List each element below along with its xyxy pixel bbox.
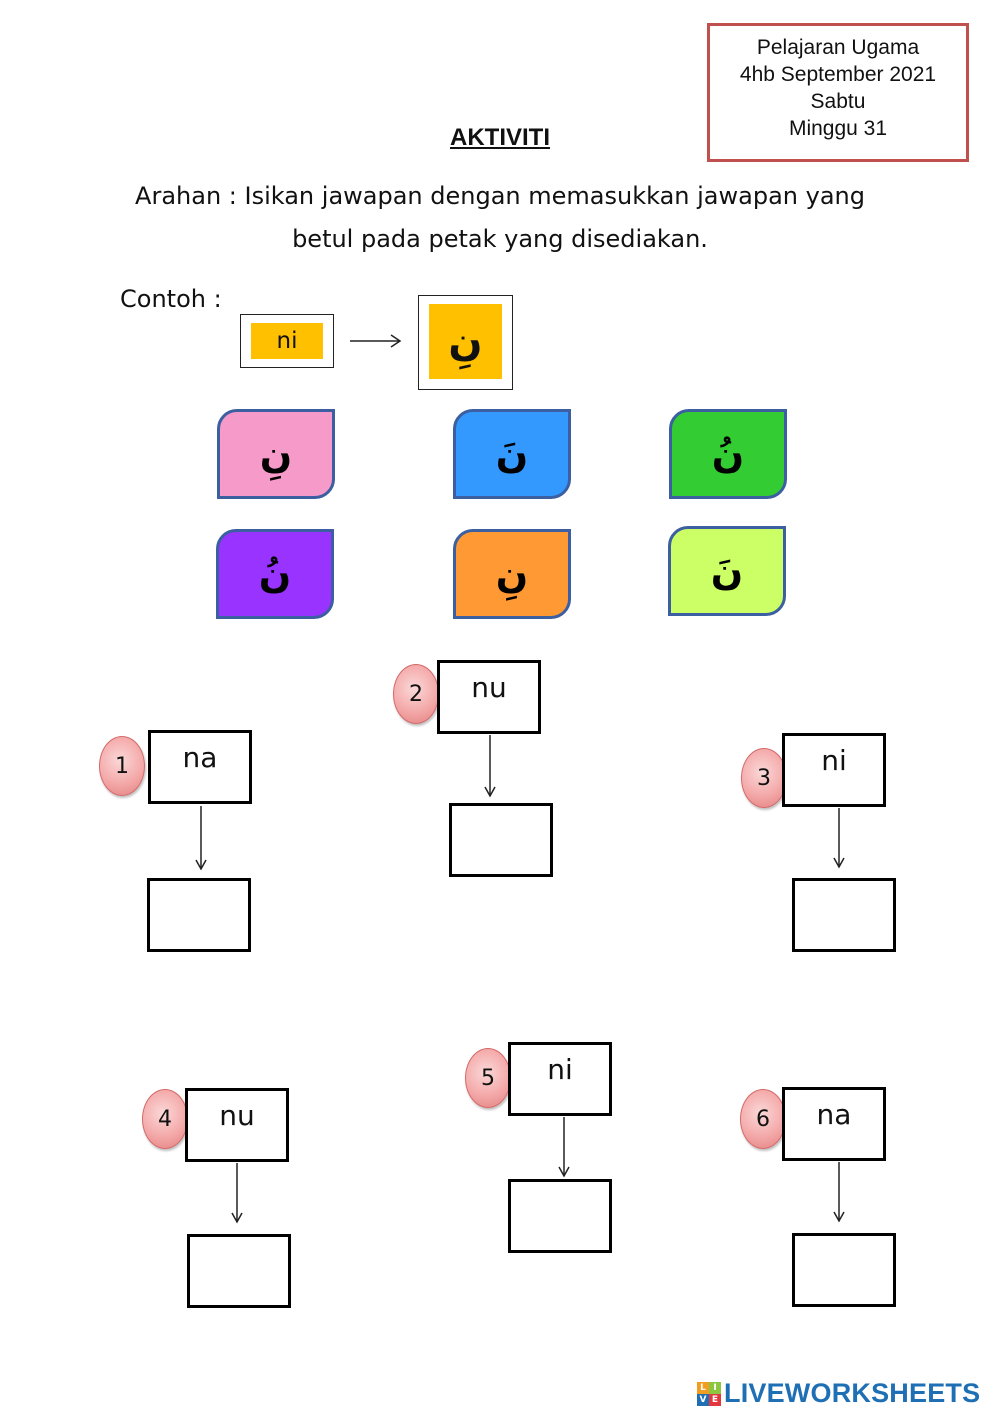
brand-text: LIVEWORKSHEETS bbox=[724, 1378, 981, 1408]
lesson-info-box: Pelajaran Ugama 4hb September 2021 Sabtu… bbox=[707, 23, 969, 162]
liveworksheets-brand: L I V E LIVEWORKSHEETS bbox=[697, 1378, 980, 1409]
down-arrow-icon bbox=[484, 735, 496, 798]
answer-drop-box-5[interactable] bbox=[508, 1179, 612, 1253]
down-arrow-icon bbox=[558, 1117, 570, 1178]
question-number-badge: 1 bbox=[99, 736, 145, 796]
logo-letter: L bbox=[697, 1381, 709, 1394]
liveworksheets-logo-icon: L I V E bbox=[697, 1381, 721, 1406]
answer-drop-box-1[interactable] bbox=[147, 878, 251, 952]
answer-tile-6[interactable]: نَ bbox=[668, 526, 786, 616]
question-2-box: nu bbox=[437, 660, 541, 734]
down-arrow-icon bbox=[833, 808, 845, 869]
question-1-box: na bbox=[148, 730, 252, 804]
answer-tile-3[interactable]: نُ bbox=[669, 409, 787, 499]
answer-tile-1[interactable]: نِ bbox=[217, 409, 335, 499]
down-arrow-icon bbox=[195, 806, 207, 871]
example-arrow-icon bbox=[350, 334, 402, 348]
example-answer-box: نِ bbox=[418, 295, 513, 390]
down-arrow-icon bbox=[833, 1162, 845, 1223]
logo-letter: E bbox=[709, 1393, 721, 1406]
question-5-box: ni bbox=[508, 1042, 612, 1116]
answer-drop-box-2[interactable] bbox=[449, 803, 553, 877]
instruction-line-1: Arahan : Isikan jawapan dengan memasukka… bbox=[135, 182, 865, 210]
logo-letter: V bbox=[697, 1393, 709, 1406]
info-date: 4hb September 2021 bbox=[739, 63, 937, 86]
example-label: Contoh : bbox=[120, 285, 222, 313]
question-3-box: ni bbox=[782, 733, 886, 807]
question-number-badge: 3 bbox=[741, 748, 787, 808]
question-6-box: na bbox=[782, 1087, 886, 1161]
page-title: AKTIVITI bbox=[450, 124, 550, 151]
down-arrow-icon bbox=[231, 1163, 243, 1224]
answer-drop-box-3[interactable] bbox=[792, 878, 896, 952]
question-number-badge: 5 bbox=[465, 1048, 511, 1108]
question-number-badge: 4 bbox=[142, 1089, 188, 1149]
info-week: Minggu 31 bbox=[788, 117, 888, 140]
answer-drop-box-6[interactable] bbox=[792, 1233, 896, 1307]
answer-tile-2[interactable]: نَ bbox=[453, 409, 571, 499]
answer-tile-4[interactable]: نُ bbox=[216, 529, 334, 619]
info-day: Sabtu bbox=[810, 90, 866, 113]
info-subject: Pelajaran Ugama bbox=[756, 36, 920, 59]
example-source-box: ni bbox=[240, 314, 334, 368]
example-source-text: ni bbox=[251, 323, 323, 359]
question-number-badge: 2 bbox=[393, 664, 439, 724]
answer-tile-5[interactable]: نِ bbox=[453, 529, 571, 619]
answer-drop-box-4[interactable] bbox=[187, 1234, 291, 1308]
instruction-line-2: betul pada petak yang disediakan. bbox=[292, 225, 708, 253]
logo-letter: I bbox=[709, 1381, 721, 1394]
question-number-badge: 6 bbox=[740, 1089, 786, 1149]
example-answer-text: نِ bbox=[429, 304, 502, 379]
question-4-box: nu bbox=[185, 1088, 289, 1162]
